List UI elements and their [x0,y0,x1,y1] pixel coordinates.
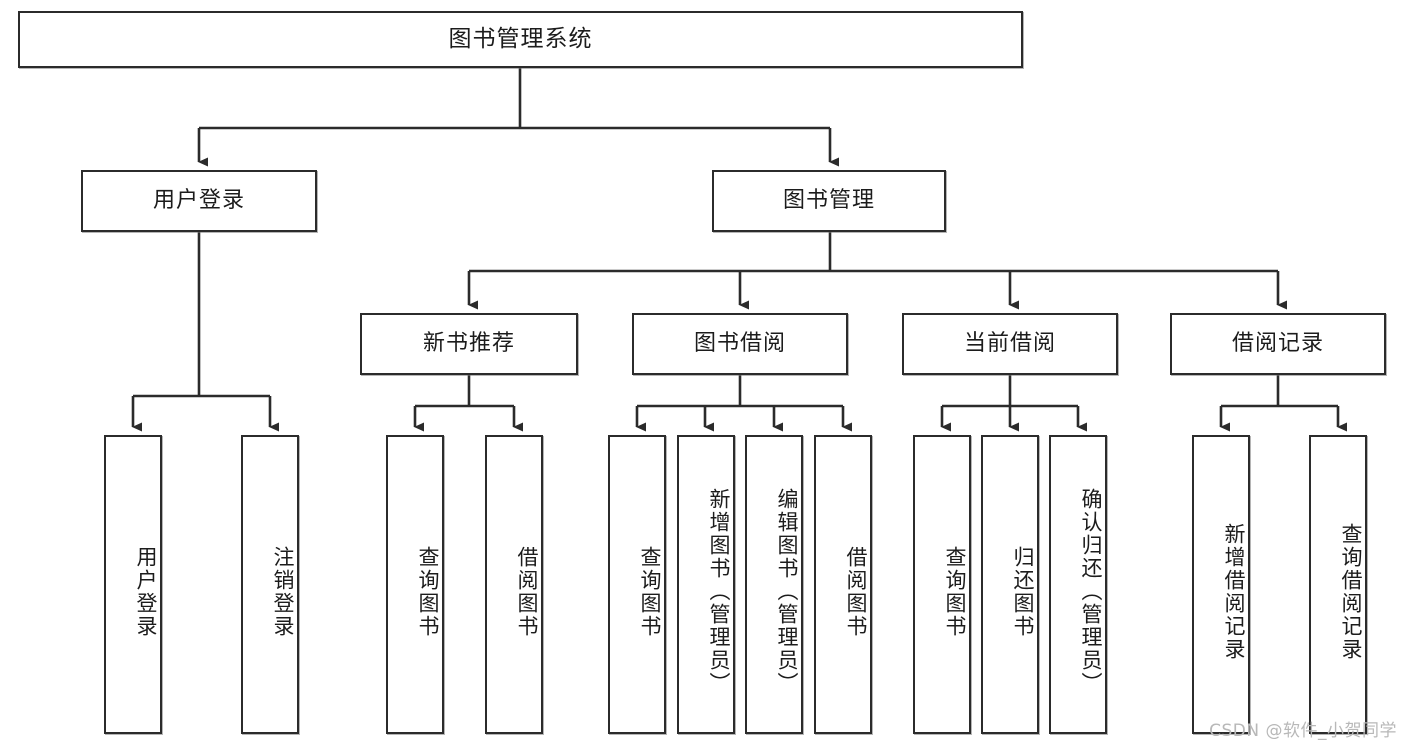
leaf-borrow-book-2[interactable]: 借阅图书 [814,435,872,734]
node-user-login[interactable]: 用户登录 [81,170,317,232]
leaf-add-record[interactable]: 新增借阅记录 [1192,435,1250,734]
node-new-book-rec[interactable]: 新书推荐 [360,313,578,375]
leaf-logout[interactable]: 注销登录 [241,435,299,734]
node-current-borrow[interactable]: 当前借阅 [902,313,1118,375]
csdn-watermark: CSDN @软件_小贺同学 [1209,721,1397,741]
node-borrow-record[interactable]: 借阅记录 [1170,313,1386,375]
node-book-borrow[interactable]: 图书借阅 [632,313,848,375]
leaf-borrow-book-1[interactable]: 借阅图书 [485,435,543,734]
leaf-edit-book[interactable]: 编辑图书（管理员） [745,435,803,734]
leaf-query-book-3[interactable]: 查询图书 [913,435,971,734]
leaf-confirm-return[interactable]: 确认归还（管理员） [1049,435,1107,734]
leaf-user-login[interactable]: 用户登录 [104,435,162,734]
node-book-manage[interactable]: 图书管理 [712,170,946,232]
leaf-query-book-1[interactable]: 查询图书 [386,435,444,734]
leaf-query-book-2[interactable]: 查询图书 [608,435,666,734]
leaf-query-record[interactable]: 查询借阅记录 [1309,435,1367,734]
leaf-return-book[interactable]: 归还图书 [981,435,1039,734]
leaf-add-book[interactable]: 新增图书（管理员） [677,435,735,734]
node-root[interactable]: 图书管理系统 [18,11,1023,68]
